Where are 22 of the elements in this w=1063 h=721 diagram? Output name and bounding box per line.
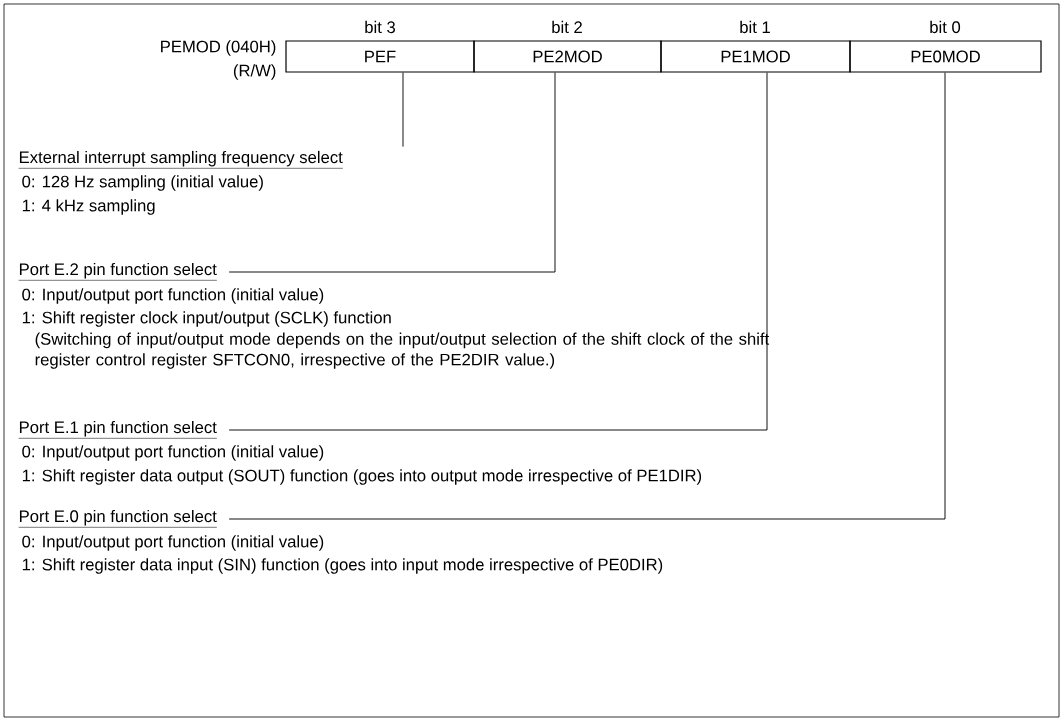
heading: Port E.0 pin function select	[18, 509, 218, 528]
description-text: 0: 128 Hz sampling (initial value)	[22, 175, 263, 191]
heading: External interrupt sampling frequency select	[18, 150, 344, 169]
register-cell: PE0MOD	[849, 40, 1042, 73]
heading: Port E.2 pin function select	[18, 262, 218, 281]
description-text: 1: Shift register clock input/output (SCLK) function	[22, 311, 391, 327]
heading: Port E.1 pin function select	[18, 420, 218, 439]
description-text: 0: Input/output port function (initial value)	[22, 535, 324, 551]
description-text: 1: 4 kHz sampling	[22, 199, 155, 215]
description-text: 1: Shift register data output (SOUT) function (goes into output mode irrespective of PE1DIR)	[22, 469, 702, 485]
connector-line	[402, 72, 404, 148]
description-text: 0: Input/output port function (initial value)	[22, 445, 324, 461]
connector-line	[228, 72, 556, 273]
connector-line	[228, 72, 768, 431]
description-text: 1: Shift register data input (SIN) function (goes into input mode irrespective of PE0DIR)	[22, 558, 663, 574]
description-text: (Switching of input/output mode depends on the input/output selection of the shift clock of the shift register control register SFTCON0, irrespective of the PE2DIR value.)	[35, 332, 770, 369]
description-text: 0: Input/output port function (initial value)	[22, 288, 324, 304]
register-cell: PEF	[285, 40, 475, 73]
register-label: (R/W)	[233, 64, 276, 80]
register-cell: PE2MOD	[473, 40, 662, 73]
connector-line	[228, 72, 946, 520]
register-cell: PE1MOD	[660, 40, 851, 73]
